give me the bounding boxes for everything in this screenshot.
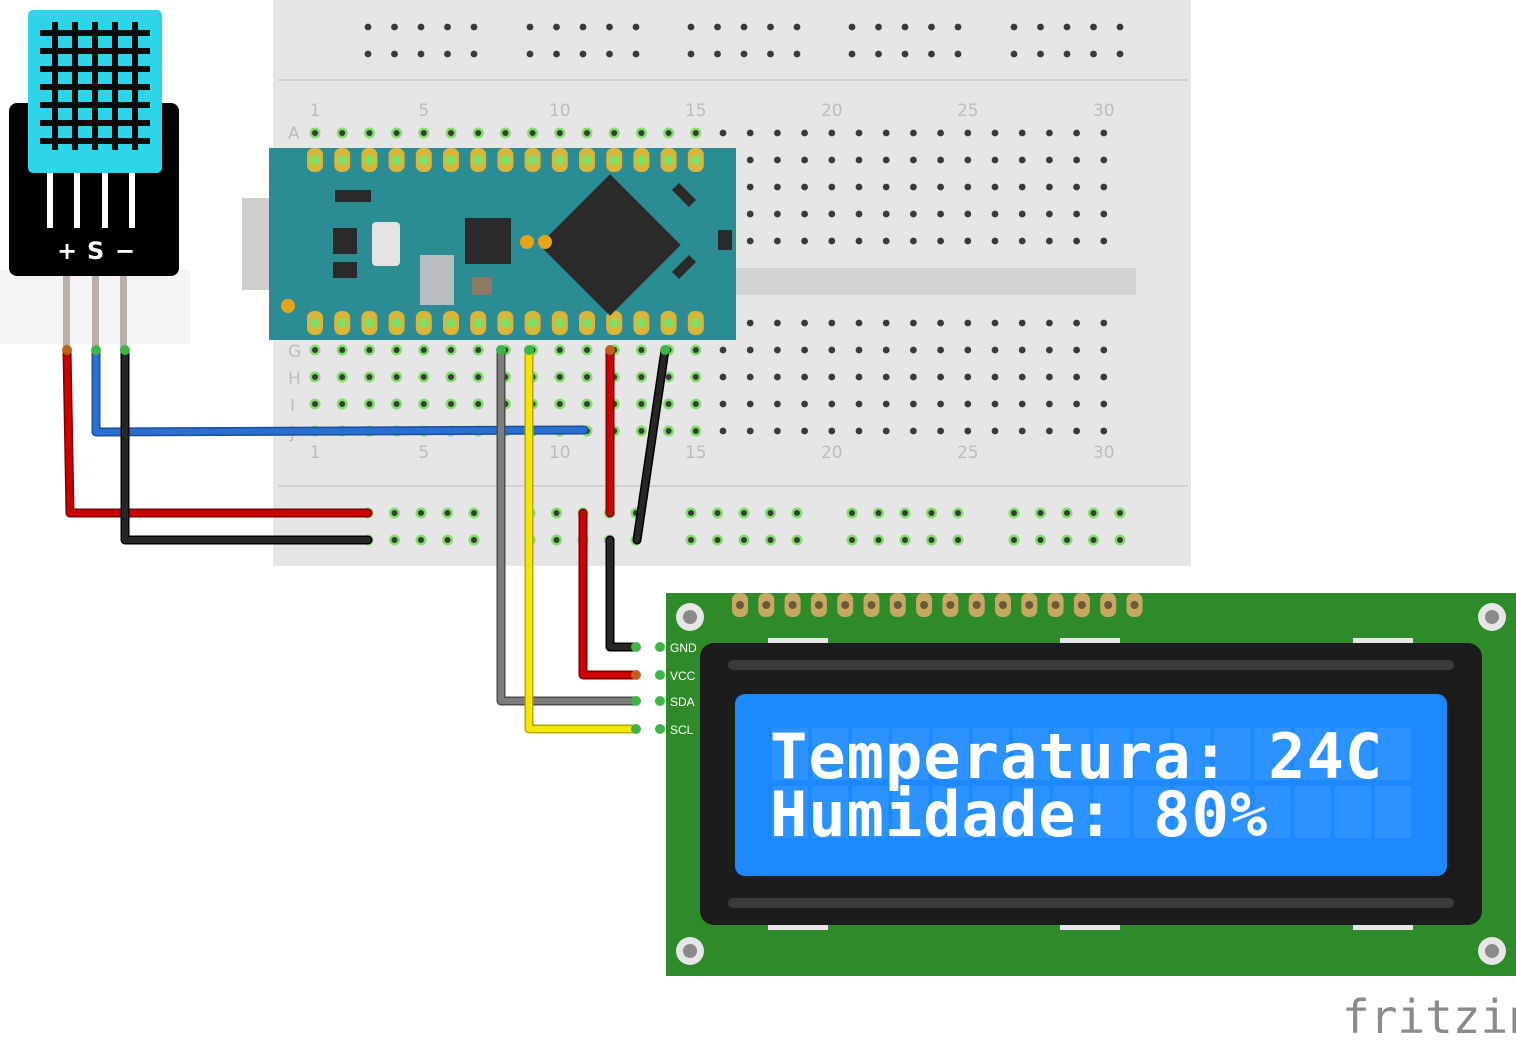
lcd-pin-label-sda: SDA [670,695,695,709]
arduino-header-pins [307,148,704,335]
row-label-h: H [288,369,301,389]
column-number: 15 [685,443,707,463]
lcd-line-1: Temperatura: 24C [770,720,1383,793]
dht-sensor: + S − [0,10,190,351]
column-number: 5 [418,101,429,121]
lcd-mounting-holes [676,603,1506,965]
lcd-header-pins [732,593,1143,617]
lcd-pin-label-gnd: GND [670,641,697,655]
column-number: 15 [685,101,707,121]
wires [62,345,670,734]
row-label-a: A [288,124,300,144]
dht-pin-label-signal: S [87,237,104,265]
column-number: 20 [821,443,843,463]
lcd-i2c-pins: GND VCC SDA SCL [655,641,697,737]
row-label-i: I [290,396,295,416]
crystal [420,255,454,305]
lcd-character-cells [772,728,1411,838]
row-label-g: G [288,342,301,362]
lcd-pin-label-scl: SCL [670,723,694,737]
column-number: 30 [1093,101,1115,121]
column-number: 20 [821,101,843,121]
reset-button [372,222,400,266]
usb-chip [465,218,511,264]
dht-grille [40,22,150,152]
column-number: 25 [957,101,979,121]
column-number: 10 [549,101,571,121]
fritzing-logo: fritzing [1342,990,1516,1044]
dht-legs [47,173,135,228]
column-number: 30 [1093,443,1115,463]
column-number: 1 [310,443,321,463]
lcd-line-2: Humidade: 80% [770,778,1268,851]
wire-endpoints [62,345,670,734]
column-number: 25 [957,443,979,463]
column-number: 5 [418,443,429,463]
column-number: 1 [310,101,321,121]
arduino-nano [242,148,736,340]
dht-pin-label-plus: + [57,237,77,265]
lcd-module: GND VCC SDA SCL Temperatura: 24C Humidad… [655,593,1516,976]
dht-pin-label-minus: − [115,237,135,265]
lcd-pin-label-vcc: VCC [670,669,696,683]
column-number: 10 [549,443,571,463]
